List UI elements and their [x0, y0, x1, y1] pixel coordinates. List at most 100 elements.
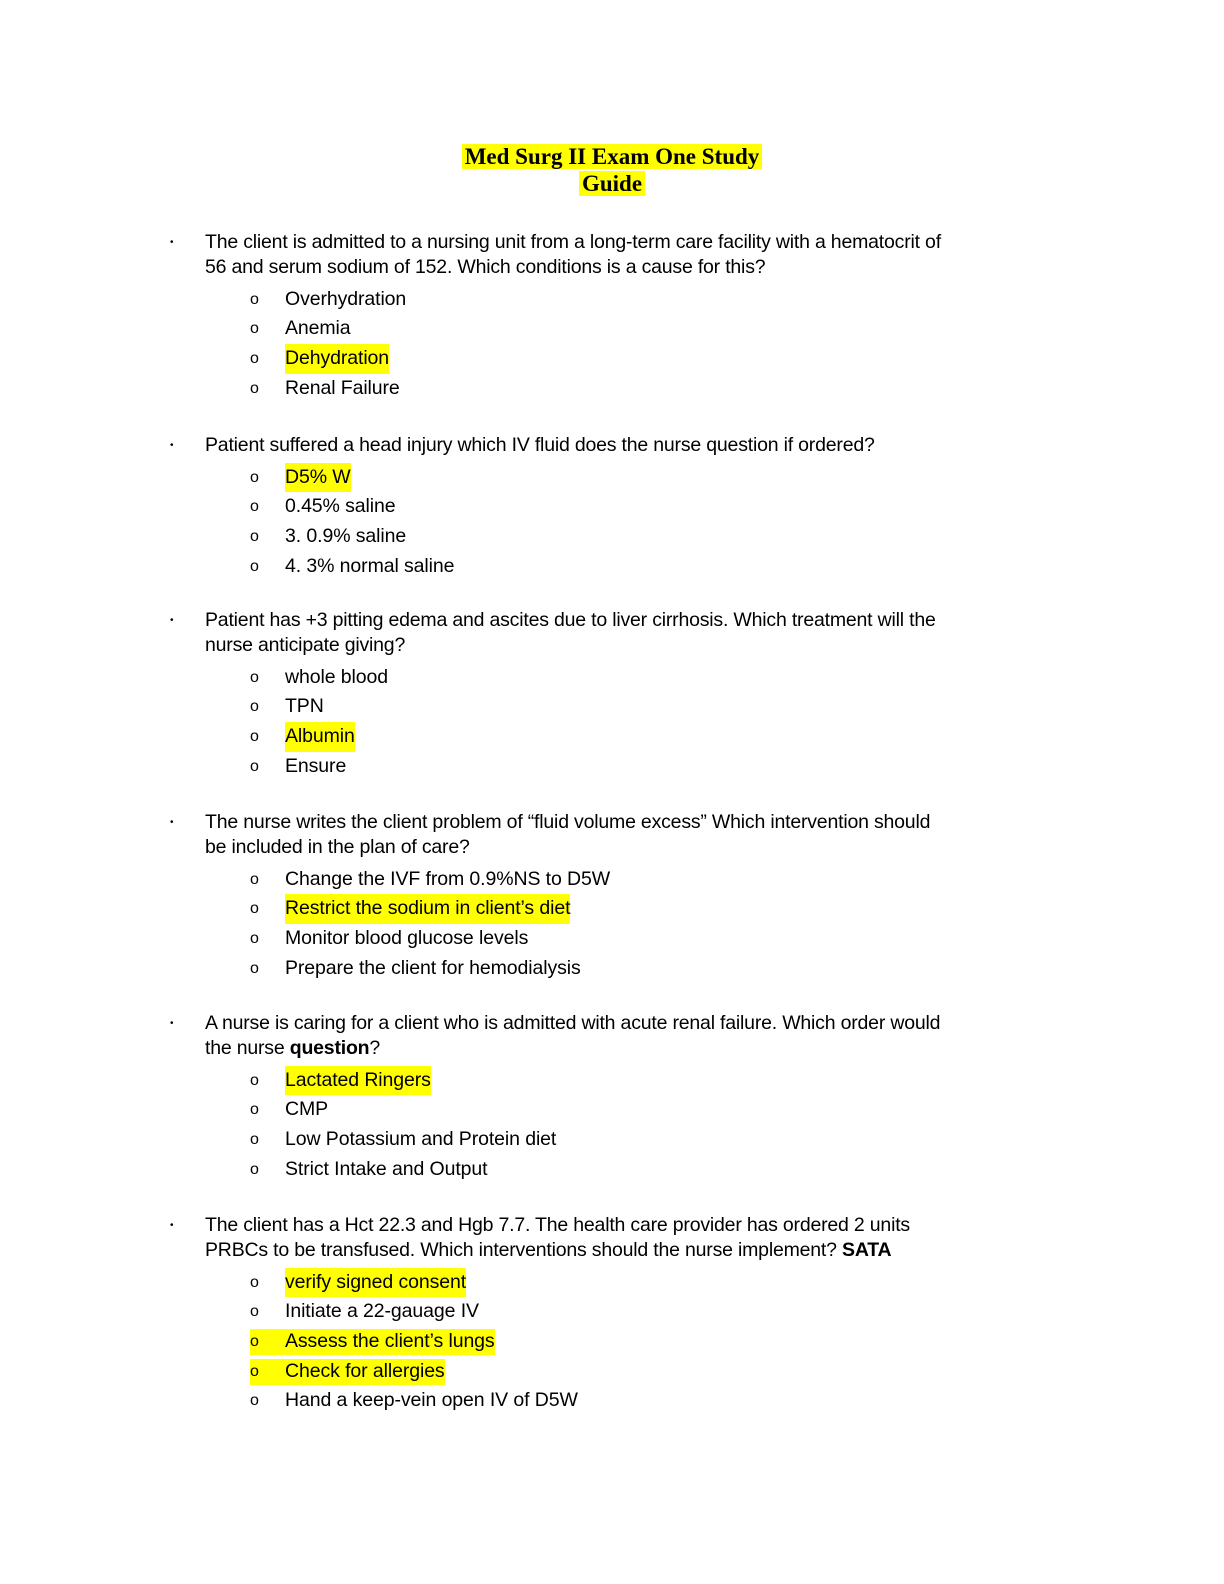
answer-option: o Lactated Ringers	[0, 1065, 1224, 1096]
answer-option: o CMP	[0, 1095, 1224, 1125]
question-text-line: be included in the plan of care?	[205, 835, 1224, 860]
circle-bullet-icon: o	[250, 1160, 259, 1178]
option-text: 4. 3% normal saline	[285, 554, 455, 577]
circle-bullet-icon: o	[250, 320, 259, 338]
answer-option: o Dehydration	[0, 343, 1224, 374]
text-segment: nurse anticipate giving?	[205, 633, 406, 656]
option-text: Anemia	[285, 317, 351, 340]
question-text-line: The nurse writes the client problem of “…	[205, 810, 1224, 835]
option-text: Ensure	[285, 754, 347, 777]
option-text: Overhydration	[285, 287, 407, 310]
question-text-line: 56 and serum sodium of 152. Which condit…	[205, 255, 1224, 280]
text-segment: The client is admitted to a nursing unit…	[205, 230, 941, 253]
text-segment: be included in the plan of care?	[205, 835, 470, 858]
text-segment: Patient has +3 pitting edema and ascites…	[205, 608, 936, 631]
option-text: CMP	[285, 1098, 329, 1121]
circle-bullet-icon: o	[250, 498, 259, 516]
question-text-line: The client has a Hct 22.3 and Hgb 7.7. T…	[205, 1213, 1224, 1238]
answer-option: o Overhydration	[0, 285, 1224, 315]
text-segment: the nurse	[205, 1036, 290, 1059]
circle-bullet-icon: o	[250, 727, 259, 745]
answer-option: o Monitor blood glucose levels	[0, 924, 1224, 954]
title-line-2: Guide	[578, 171, 646, 196]
option-text: Assess the client’s lungs	[285, 1329, 495, 1352]
circle-bullet-icon: o	[250, 1130, 259, 1148]
emphasis-text: question	[289, 1036, 370, 1059]
bullet-icon: •	[170, 614, 174, 626]
circle-bullet-icon: o	[250, 1101, 259, 1119]
circle-bullet-icon: o	[250, 1332, 259, 1350]
circle-bullet-icon: o	[250, 900, 259, 918]
circle-bullet-icon: o	[250, 668, 259, 686]
answer-option: o 4. 3% normal saline	[0, 552, 1224, 582]
text-segment: A nurse is caring for a client who is ad…	[205, 1011, 941, 1034]
bullet-icon: •	[170, 439, 174, 451]
option-text: TPN	[285, 695, 324, 718]
option-text: Renal Failure	[285, 376, 400, 399]
question-text-line: PRBCs to be transfused. Which interventi…	[205, 1238, 1224, 1263]
answer-option: o Strict Intake and Output	[0, 1155, 1224, 1185]
text-segment: ?	[369, 1036, 381, 1059]
question-text-line: nurse anticipate giving?	[205, 633, 1224, 658]
answer-option: o whole blood	[0, 663, 1224, 693]
option-text: Strict Intake and Output	[285, 1157, 488, 1180]
circle-bullet-icon: o	[250, 290, 259, 308]
circle-bullet-icon: o	[250, 1071, 259, 1089]
answer-option: o Low Potassium and Protein diet	[0, 1125, 1224, 1155]
answer-option: o D5% W	[0, 462, 1224, 493]
option-text: whole blood	[285, 665, 388, 688]
question-item: • Patient has +3 pitting edema and ascite…	[0, 608, 1224, 782]
option-text: D5% W	[285, 462, 351, 493]
circle-bullet-icon: o	[250, 349, 259, 367]
text-segment: PRBCs to be transfused. Which interventi…	[205, 1238, 843, 1261]
circle-bullet-icon: o	[250, 1273, 259, 1291]
bullet-icon: •	[170, 1219, 174, 1231]
circle-bullet-icon: o	[250, 757, 259, 775]
option-text: Restrict the sodium in client’s diet	[285, 894, 571, 924]
option-text: Dehydration	[285, 343, 389, 374]
option-text: Prepare the client for hemodialysis	[285, 956, 581, 979]
circle-bullet-icon: o	[250, 929, 259, 947]
text-segment: The nurse writes the client problem of “…	[205, 810, 931, 833]
option-text: Change the IVF from 0.9%NS to D5W	[285, 867, 611, 890]
answer-option: o Restrict the sodium in client’s diet	[0, 894, 1224, 924]
question-text-line: A nurse is caring for a client who is ad…	[205, 1011, 1224, 1036]
bullet-icon: •	[170, 1017, 174, 1029]
answer-option: o Anemia	[0, 314, 1224, 344]
circle-bullet-icon: o	[250, 959, 259, 977]
emphasis-text: SATA	[842, 1238, 892, 1261]
option-text: Lactated Ringers	[285, 1065, 431, 1096]
document-title: Med Surg II Exam One Study Guide	[0, 143, 1224, 197]
question-item: • A nurse is caring for a client who is a…	[0, 1011, 1224, 1185]
option-text: Monitor blood glucose levels	[285, 926, 529, 949]
circle-bullet-icon: o	[250, 468, 259, 486]
option-text: Initiate a 22-gauage IV	[285, 1300, 479, 1323]
option-text: Low Potassium and Protein diet	[285, 1127, 557, 1150]
circle-bullet-icon: o	[250, 870, 259, 888]
answer-option: o Assess the client’s lungs	[0, 1327, 1224, 1357]
circle-bullet-icon: o	[250, 1303, 259, 1321]
question-text-line: The client is admitted to a nursing unit…	[205, 230, 1224, 255]
option-text: Hand a keep-vein open IV of D5W	[285, 1389, 578, 1412]
circle-bullet-icon: o	[250, 557, 259, 575]
question-text-line: Patient suffered a head injury which IV …	[205, 433, 1224, 458]
question-item: • Patient suffered a head injury which IV…	[0, 433, 1224, 582]
text-segment: The client has a Hct 22.3 and Hgb 7.7. T…	[205, 1213, 910, 1236]
question-item: •The nurse writes the client problem of …	[0, 810, 1224, 984]
answer-option: o Ensure	[0, 752, 1224, 782]
answer-option: o Change the IVF from 0.9%NS to D5W	[0, 865, 1224, 895]
answer-option: o Initiate a 22-gauage IV	[0, 1297, 1224, 1327]
circle-bullet-icon: o	[250, 698, 259, 716]
answer-option: o Prepare the client for hemodialysis	[0, 954, 1224, 984]
text-segment: Patient suffered a head injury which IV …	[205, 433, 875, 456]
circle-bullet-icon: o	[250, 1392, 259, 1410]
answer-option: o Hand a keep-vein open IV of D5W	[0, 1386, 1224, 1416]
